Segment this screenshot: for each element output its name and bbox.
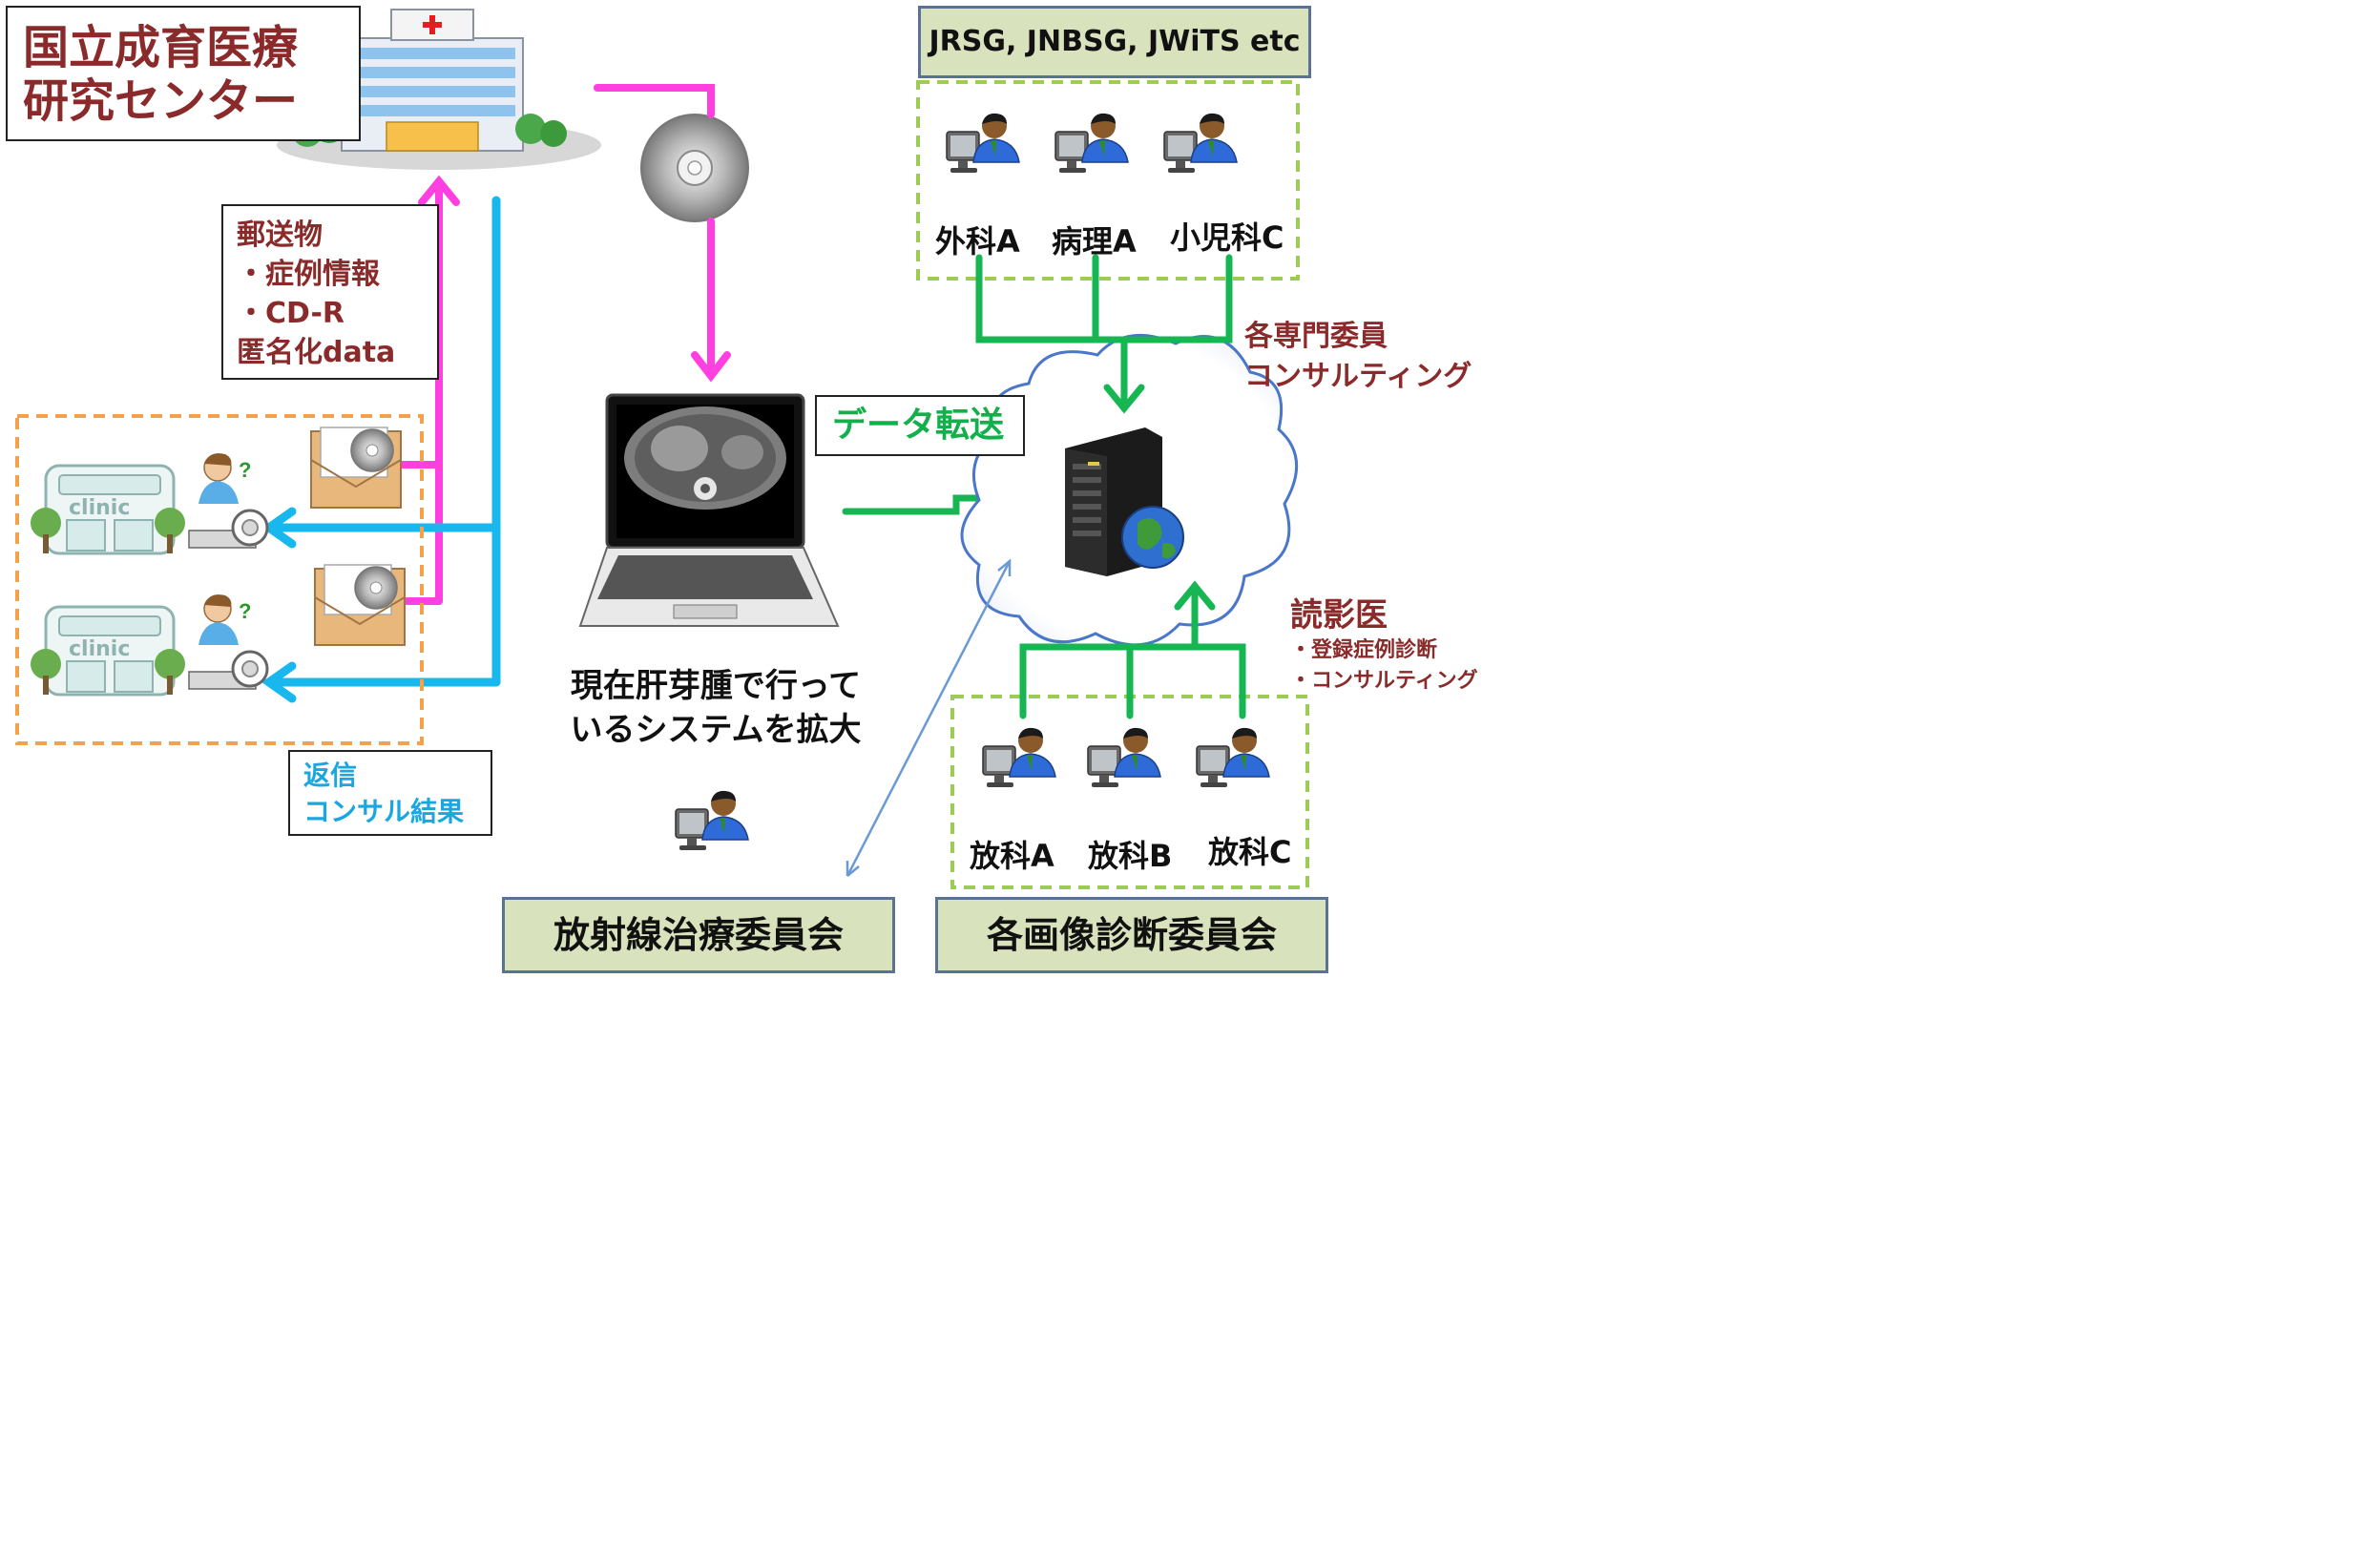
radiologist-person-icon [1196, 727, 1270, 788]
radiation-committee-box: 放射線治療委員会 [502, 897, 895, 973]
radiologist-person-icon [1087, 727, 1161, 788]
radiologist-label: 放科C [1208, 834, 1292, 870]
reading-item: ・登録症例診断 [1290, 638, 1438, 662]
mail-item: ・CD-R [237, 297, 345, 330]
laptop-caption: 現在肝芽腫で行って いるシステムを拡大 [553, 664, 878, 752]
radiation-link-arrow [846, 558, 1012, 877]
clinic-building-icon [31, 464, 185, 555]
reading-title: 読影医 [1290, 596, 1388, 635]
specialist-label: 小児科C [1170, 219, 1284, 256]
radiologist-to-server-arrow [1019, 580, 1246, 719]
envelope-cd-icon [310, 427, 402, 509]
specialist-person-icon [1163, 113, 1238, 174]
cd-disc-icon [640, 114, 749, 222]
specialist-label: 病理A [1052, 223, 1137, 260]
specialist-group-box [916, 80, 1300, 281]
magenta-flow-arrow [594, 84, 731, 383]
reply-arrows [261, 196, 501, 703]
envelope-cd-icon [314, 564, 406, 646]
specialist-person-icon [1054, 113, 1129, 174]
consult-label: 各専門委員 コンサルティング [1244, 317, 1472, 397]
mail-items-box: 郵送物 ・症例情報 ・CD-R 匿名化data [221, 204, 439, 380]
groups-header: JRSG, JNBSG, JWiTS etc [918, 6, 1311, 78]
center-title-box: 国立成育医療 研究センター [6, 6, 361, 141]
reply-box: 返信 コンサル結果 [288, 750, 492, 836]
consult-label-line2: コンサルティング [1244, 360, 1472, 393]
specialist-person-icon [946, 113, 1020, 174]
mail-item: ・症例情報 [237, 258, 380, 291]
doctor-question-icon: ? [198, 594, 251, 645]
mail-title: 郵送物 [237, 219, 323, 252]
mail-extra: 匿名化data [237, 336, 396, 369]
laptop-caption-line1: 現在肝芽腫で行って [570, 667, 862, 705]
clinic-group-box [15, 414, 424, 745]
specialist-to-server-arrow [975, 254, 1233, 414]
svg-text:?: ? [239, 599, 251, 623]
specialist-label: 外科A [935, 223, 1020, 260]
globe-icon [1121, 506, 1184, 569]
reply-subtitle: コンサル結果 [303, 796, 465, 827]
radiation-person-icon [675, 790, 749, 851]
radiologist-person-icon [982, 727, 1056, 788]
reading-item: ・コンサルティング [1290, 669, 1478, 693]
laptop-caption-line2: いるシステムを拡大 [570, 711, 862, 749]
ct-scanner-icon [188, 509, 269, 549]
clinic-label: clinic [69, 496, 131, 520]
radiologist-label: 放科A [970, 838, 1054, 874]
imaging-committee-box: 各画像診断委員会 [935, 897, 1328, 973]
clinic-label: clinic [69, 637, 131, 661]
radiologist-label: 放科B [1088, 838, 1173, 874]
data-transfer-label: データ転送 [832, 406, 1005, 445]
clinic-building-icon [31, 605, 185, 697]
consult-label-line1: 各専門委員 [1244, 320, 1388, 353]
svg-text:?: ? [239, 458, 251, 482]
doctor-question-icon: ? [198, 453, 251, 504]
center-title-line2: 研究センター [23, 74, 299, 128]
radiation-committee-label: 放射線治療委員会 [553, 914, 844, 956]
reading-label: 読影医 ・登録症例診断 ・コンサルティング [1290, 595, 1478, 697]
reply-title: 返信 [303, 760, 358, 791]
ct-scanner-icon [188, 650, 269, 690]
laptop-ct-icon [578, 393, 840, 627]
imaging-committee-label: 各画像診断委員会 [986, 914, 1277, 956]
groups-header-label: JRSG, JNBSG, JWiTS etc [929, 25, 1301, 58]
center-title-line1: 国立成育医療 [23, 21, 299, 74]
data-transfer-box: データ転送 [815, 395, 1025, 456]
